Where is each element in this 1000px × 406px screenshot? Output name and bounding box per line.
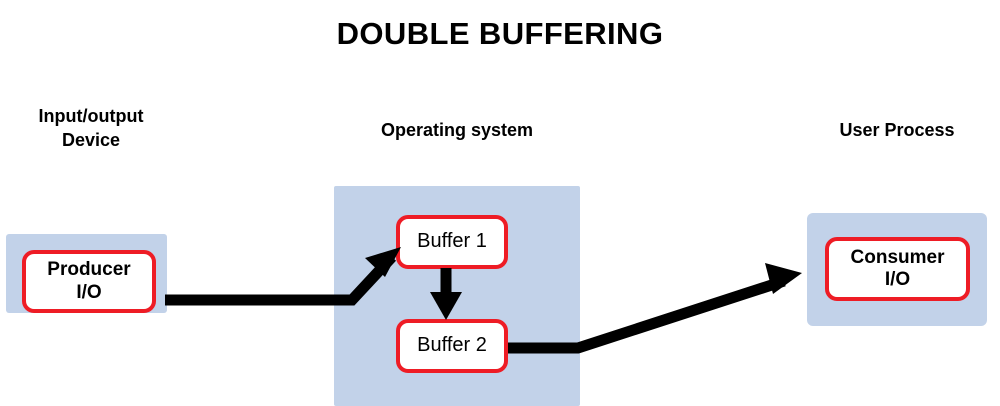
node-producer-io-line2: I/O	[76, 281, 102, 303]
caption-io-device-line2: Device	[61, 130, 121, 151]
node-buffer-1: Buffer 1	[396, 215, 508, 269]
node-consumer-io-line1: Consumer	[850, 246, 945, 268]
node-producer-io-line1: Producer	[47, 259, 131, 281]
caption-user-process: User Process	[839, 120, 955, 140]
page-title: DOUBLE BUFFERING	[336, 16, 664, 51]
node-consumer-io: Consumer I/O	[825, 237, 970, 301]
caption-io-device: Input/output Device	[0, 104, 182, 153]
caption-operating-system: Operating system	[380, 120, 534, 140]
node-consumer-io-line2: I/O	[884, 269, 911, 290]
node-producer-io: Producer I/O	[22, 250, 156, 313]
node-buffer-2: Buffer 2	[396, 319, 508, 373]
caption-io-device-line1: Input/output	[38, 106, 144, 126]
